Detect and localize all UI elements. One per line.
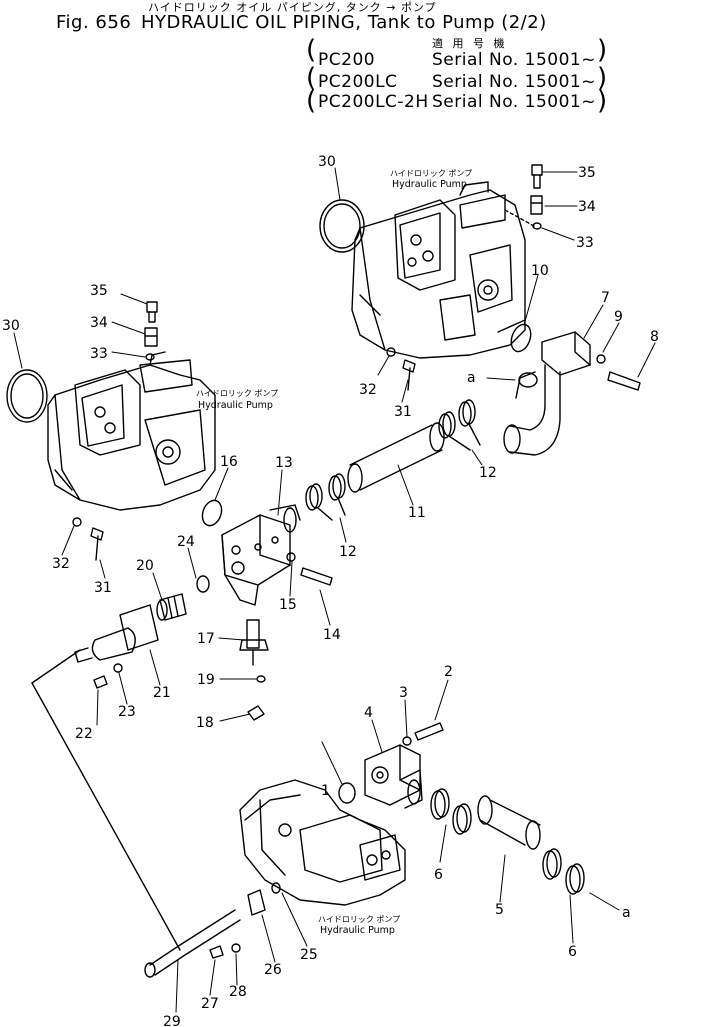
callout-number: 22 xyxy=(75,726,93,742)
callout-number: 9 xyxy=(614,309,623,325)
callout-number: 15 xyxy=(279,597,297,613)
figure-title: HYDRAULIC OIL PIPING, Tank to Pump (2/2) xyxy=(141,12,547,33)
callout-number: 29 xyxy=(163,1014,181,1027)
callout-number: 12 xyxy=(339,544,357,560)
callout-number: 28 xyxy=(229,984,247,1000)
callout-number: 19 xyxy=(197,672,215,688)
bolt-18 xyxy=(247,705,265,721)
leader-lines xyxy=(13,167,656,1013)
callout-number: a xyxy=(622,905,631,921)
hose-11 xyxy=(347,422,445,493)
hose-5 xyxy=(477,795,541,850)
fittings-upper-left xyxy=(144,301,158,361)
callout-number: 33 xyxy=(576,235,594,251)
serial-range: Serial No. 15001~ xyxy=(432,50,596,70)
hydraulic-pump-lower xyxy=(239,779,406,906)
callout-number: 3 xyxy=(399,685,408,701)
hose-clamps-12 xyxy=(305,399,481,521)
callout-number: 14 xyxy=(323,627,341,643)
callout-number: 25 xyxy=(300,947,318,963)
flange-26 xyxy=(247,889,266,916)
callout-number: 21 xyxy=(153,685,171,701)
fittings-upper-right xyxy=(504,164,543,230)
model-name: PC200 xyxy=(318,50,376,70)
pump-label-en: Hydraulic Pump xyxy=(198,400,273,411)
callout-number: 34 xyxy=(90,315,108,331)
callout-number: 26 xyxy=(264,962,282,978)
valve-17 xyxy=(239,619,269,666)
callout-number: 30 xyxy=(318,154,336,170)
elbow-pipe-29 xyxy=(144,909,241,978)
serial-range: Serial No. 15001~ xyxy=(432,92,596,112)
callout-number: 24 xyxy=(177,534,195,550)
callout-number: 33 xyxy=(90,346,108,362)
callout-number: 12 xyxy=(479,465,497,481)
callout-number: 17 xyxy=(197,631,215,647)
callout-number: 35 xyxy=(90,283,108,299)
bolts-and-washers-31-32 xyxy=(72,347,416,561)
callout-number: 31 xyxy=(394,404,412,420)
figure-number: Fig. 656 xyxy=(56,12,132,33)
title-kana: ハイドロリック オイル パイピング, タンク → ポンプ xyxy=(148,1,437,14)
o-ring-1 xyxy=(338,782,356,804)
hose-clamps-6 xyxy=(430,788,585,895)
pump-labels: ハイドロリック ポンプ Hydraulic Pump ハイドロリック ポンプ H… xyxy=(196,169,472,936)
callout-number: 8 xyxy=(650,329,659,345)
flange-21 xyxy=(74,604,159,663)
o-ring-10 xyxy=(510,323,532,353)
o-ring-24 xyxy=(196,575,210,593)
hydraulic-pump-upper-left xyxy=(47,351,216,511)
callout-number: 6 xyxy=(568,944,577,960)
o-ring-16 xyxy=(201,499,223,527)
pump-label-jp: ハイドロリック ポンプ xyxy=(318,915,400,924)
callout-number: 34 xyxy=(578,199,596,215)
washer-19 xyxy=(256,675,266,683)
callout-number: 23 xyxy=(118,704,136,720)
model-name: PC200LC-2H xyxy=(318,92,429,112)
callout-number: 4 xyxy=(364,705,373,721)
callout-number: 11 xyxy=(408,505,426,521)
callout-number: 30 xyxy=(2,318,20,334)
callout-number: 20 xyxy=(136,558,154,574)
callout-number: 31 xyxy=(94,580,112,596)
callout-number: 2 xyxy=(444,664,453,680)
bolt-27 xyxy=(209,945,224,959)
callout-number: 16 xyxy=(220,454,238,470)
washer-23 xyxy=(113,663,123,673)
pump-label-en: Hydraulic Pump xyxy=(320,925,395,936)
pump-label-jp: ハイドロリック ポンプ xyxy=(390,169,472,178)
hose-line xyxy=(31,682,181,951)
callout-number: 1 xyxy=(321,783,330,799)
model-name: PC200LC xyxy=(318,72,398,92)
callout-number: 6 xyxy=(434,867,443,883)
o-ring-30 xyxy=(319,199,365,253)
callout-number: 32 xyxy=(52,556,70,572)
callout-number: 18 xyxy=(196,715,214,731)
pump-label-en: Hydraulic Pump xyxy=(392,179,467,190)
callout-number: 7 xyxy=(601,290,610,306)
flange-block-4 xyxy=(364,722,444,809)
callout-number: 5 xyxy=(495,902,504,918)
callout-number: 35 xyxy=(578,165,596,181)
callout-numbers: 1 2 3 4 5 6 6 7 8 9 10 11 12 12 13 14 15… xyxy=(2,154,659,1027)
callout-number: 13 xyxy=(275,455,293,471)
hose-line xyxy=(31,649,81,684)
serial-range: Serial No. 15001~ xyxy=(432,72,596,92)
block-13 xyxy=(221,504,333,606)
o-ring-30 xyxy=(6,369,48,423)
callout-number: 32 xyxy=(359,382,377,398)
hydraulic-pump-upper-right xyxy=(351,181,526,359)
callout-number: 27 xyxy=(201,996,219,1012)
callout-number: a xyxy=(467,370,476,386)
bolt-22 xyxy=(93,675,108,689)
callout-number: 10 xyxy=(531,263,549,279)
elbow-fitting-7 xyxy=(503,331,641,456)
pump-label-jp: ハイドロリック ポンプ xyxy=(196,389,278,398)
applicability-label: 適 用 号 機 xyxy=(432,37,508,50)
o-ring-25 xyxy=(271,882,281,894)
washer-28 xyxy=(231,943,241,953)
